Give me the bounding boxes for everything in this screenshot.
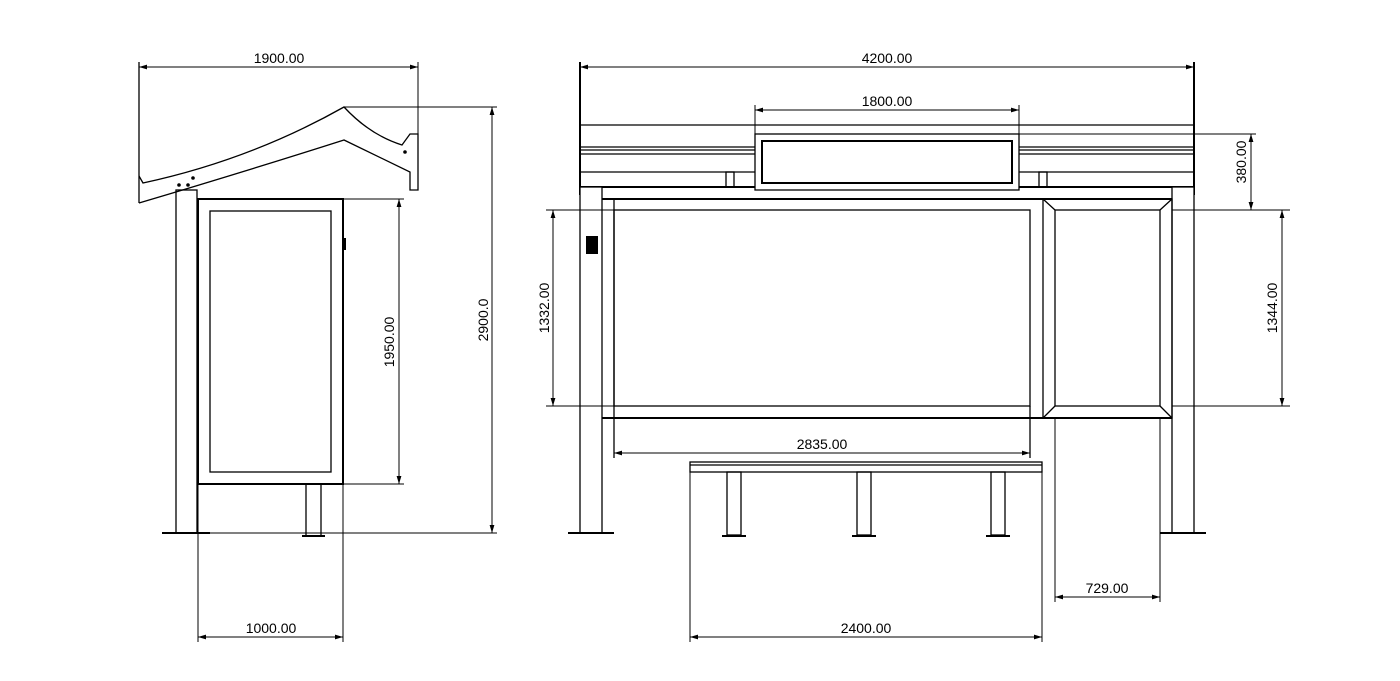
dim-label: 1000.00 — [246, 620, 297, 636]
dim-label: 1800.00 — [862, 93, 913, 109]
dim-total-height: 2900.0 — [210, 106, 497, 534]
side-ad-panel — [197, 198, 346, 537]
bench — [689, 461, 1043, 642]
dim-label: 1332.00 — [536, 282, 552, 333]
side-post — [162, 189, 210, 534]
dim-panel-height: 1950.00 — [343, 198, 404, 485]
dim-roof-height: 380.00 — [1019, 133, 1290, 211]
dim-label: 1900.00 — [254, 50, 305, 66]
glass-panel-main — [602, 198, 1172, 458]
dim-label: 380.00 — [1233, 140, 1249, 183]
dim-roof-width: 1900.00 — [139, 50, 419, 134]
dim-label: 2900.0 — [475, 298, 491, 341]
side-view: 1900.00 1950.00 2900.0 1000.00 — [138, 50, 497, 642]
dim-glass-width: 2835.00 — [614, 436, 1030, 456]
dim-left-glass-height: 1332.00 — [536, 209, 614, 407]
dim-total-width: 4200.00 — [580, 50, 1194, 70]
dim-base-depth: 1000.00 — [197, 484, 344, 642]
roof — [138, 62, 419, 204]
front-view: 4200.00 1800.00 380.00 1332.00 1344.00 — [536, 50, 1290, 642]
sign-box — [754, 133, 1020, 191]
dim-right-glass-height: 1344.00 — [1172, 210, 1290, 407]
dim-label: 1344.00 — [1264, 282, 1280, 333]
dim-label: 2400.00 — [841, 620, 892, 636]
dim-label: 4200.00 — [862, 50, 913, 66]
dim-sign-width: 1800.00 — [754, 93, 1020, 134]
dim-label: 1950.00 — [381, 316, 397, 367]
glass-panel-side — [1042, 198, 1173, 602]
dim-bench-width: 2400.00 — [690, 620, 1042, 640]
front-posts — [568, 186, 1206, 534]
dim-label: 729.00 — [1086, 580, 1129, 596]
dim-label: 2835.00 — [797, 436, 848, 452]
dim-side-panel-width: 729.00 — [1055, 580, 1160, 600]
